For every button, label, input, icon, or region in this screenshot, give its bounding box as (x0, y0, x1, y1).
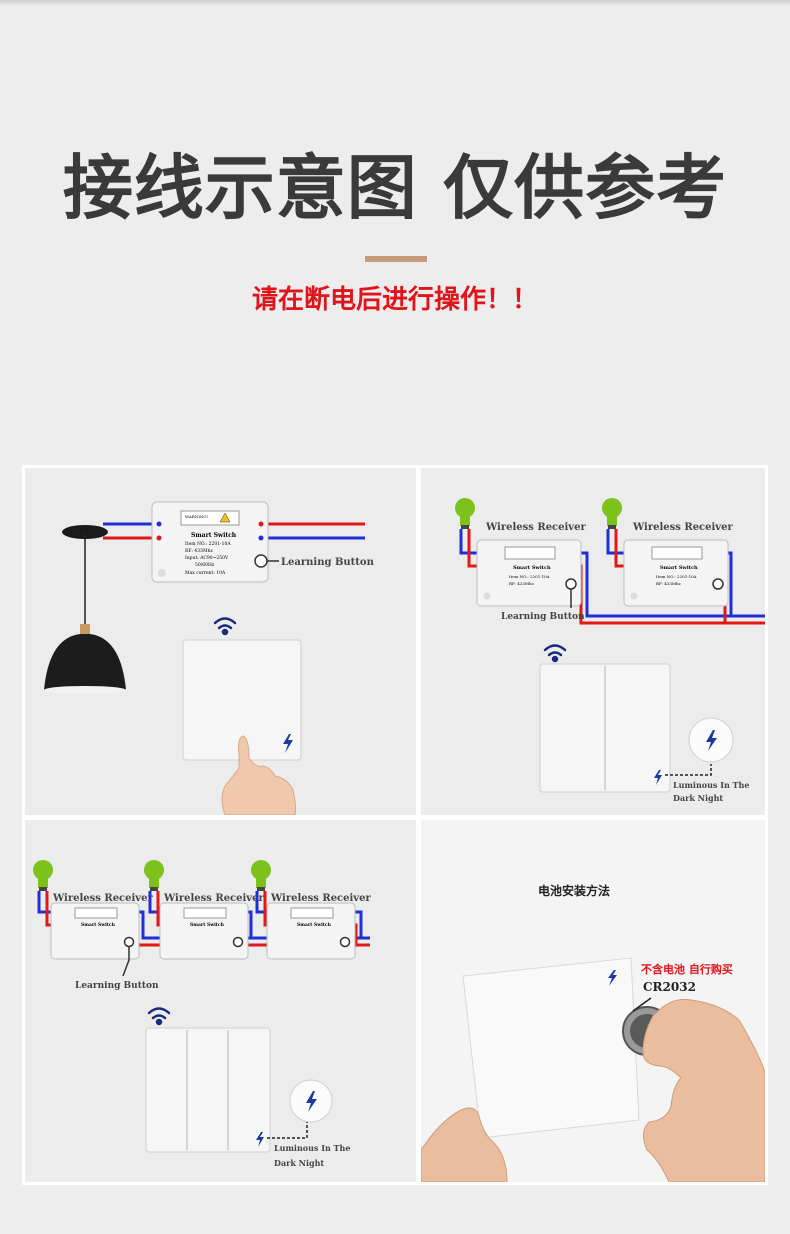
bulb-icon (144, 860, 164, 891)
bulb-icon (251, 860, 271, 891)
svg-text:Item NO.: 2201-10A: Item NO.: 2201-10A (509, 574, 550, 579)
top-shadow (0, 0, 790, 6)
svg-text:Smart Switch: Smart Switch (513, 565, 551, 571)
svg-text:Smart Switch: Smart Switch (297, 922, 332, 928)
bulb-icon (33, 860, 53, 891)
svg-text:RF: 433Mhz: RF: 433Mhz (509, 581, 534, 586)
receiver-module: Smart Switch (159, 902, 249, 960)
luminous-label-line2: Dark Night (274, 1158, 324, 1168)
receiver-label: Wireless Receiver (485, 522, 586, 533)
svg-text:WARNING!: WARNING! (185, 514, 209, 519)
receiver-module: Smart Switch Item NO.: 2201-10A RF: 433M… (476, 539, 582, 607)
receiver-module: Smart Switch Item NO.: 2201-10A RF: 433M… (623, 539, 729, 607)
bulb-icon (455, 498, 475, 529)
svg-text:Item NO.: 2201-10A: Item NO.: 2201-10A (185, 541, 231, 547)
triple-gang-switch (145, 1027, 271, 1153)
title-divider (365, 256, 427, 262)
svg-text:RF: 433Mhz: RF: 433Mhz (185, 548, 213, 554)
pendant-lamp (44, 525, 126, 694)
svg-text:Smart Switch: Smart Switch (660, 565, 698, 571)
luminous-label-line1: Luminous In The (673, 780, 749, 790)
receiver-label: Wireless Receiver (632, 522, 733, 533)
svg-text:Smart Switch: Smart Switch (191, 532, 237, 539)
svg-text:Input: AC90~250V: Input: AC90~250V (185, 555, 229, 561)
luminous-label-line1: Luminous In The (274, 1143, 350, 1153)
receiver-module: WARNING! Smart Switch Item NO.: 2201-10A… (151, 501, 269, 583)
single-gang-switch (182, 639, 302, 761)
battery-model-label: CR2032 (643, 980, 696, 994)
learning-button-label: Learning Button (281, 557, 375, 568)
wifi-icon (543, 644, 567, 663)
finger-hand (221, 735, 297, 815)
battery-not-included-note: 不含电池 自行购买 (641, 962, 733, 976)
learning-button-label: Learning Button (75, 981, 159, 991)
receiver-label: Wireless Receiver (270, 893, 371, 904)
lightning-icon (706, 730, 717, 751)
panel-single-switch: WARNING! Smart Switch Item NO.: 2201-10A… (25, 468, 416, 815)
receiver-label: Wireless Receiver (52, 893, 153, 904)
receiver-module: Smart Switch (266, 902, 356, 960)
switch-panel-back (462, 957, 640, 1139)
page-title: 接线示意图 仅供参考 (62, 147, 728, 229)
luminous-label-line2: Dark Night (673, 793, 723, 803)
svg-text:RF: 433Mhz: RF: 433Mhz (656, 581, 681, 586)
receiver-module: Smart Switch (50, 902, 140, 960)
lightning-icon (306, 1091, 317, 1112)
svg-text:Item NO.: 2201-10A: Item NO.: 2201-10A (656, 574, 697, 579)
safety-warning: 请在断电后进行操作！！ (251, 285, 538, 315)
battery-install-title: 电池安装方法 (538, 883, 610, 898)
bulb-icon (602, 498, 622, 529)
svg-text:Max current: 10A: Max current: 10A (185, 570, 226, 576)
left-hand (421, 1107, 508, 1182)
wifi-icon (147, 1007, 171, 1026)
receiver-label: Wireless Receiver (163, 893, 264, 904)
panel-double-switch: Wireless Receiver Wireless Receiver Smar… (421, 468, 765, 815)
svg-text:50/60Hz: 50/60Hz (195, 562, 215, 568)
wifi-icon (213, 617, 237, 636)
svg-text:Smart Switch: Smart Switch (81, 922, 116, 928)
right-hand (642, 998, 765, 1182)
panel-battery-install: 电池安装方法 不含电池 自行购买 CR2032 (421, 820, 765, 1182)
learning-button-label: Learning Button (501, 612, 585, 622)
wiring-diagram-grid: WARNING! Smart Switch Item NO.: 2201-10A… (22, 465, 768, 1185)
panel-triple-switch: Wireless Receiver Wireless Receiver Wire… (25, 820, 416, 1182)
double-gang-switch (539, 663, 671, 793)
svg-text:Smart Switch: Smart Switch (190, 922, 225, 928)
